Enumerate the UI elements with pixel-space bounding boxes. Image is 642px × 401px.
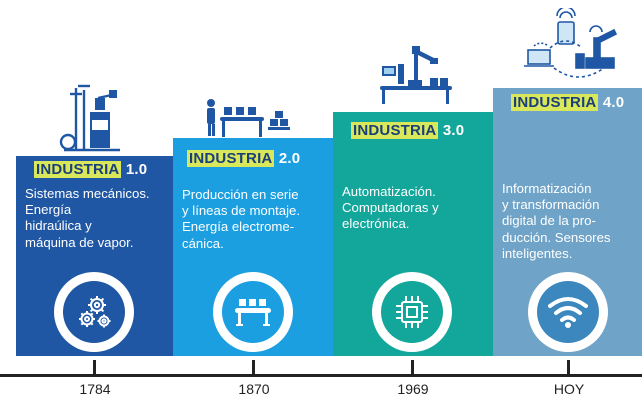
stage-title-number: 2.0 bbox=[278, 150, 301, 167]
stage-description: Informatización y transformación digital… bbox=[502, 181, 638, 262]
stage-4-badge bbox=[528, 272, 608, 352]
stage-description: Producción en serie y líneas de montaje.… bbox=[182, 187, 329, 252]
stage-1-badge bbox=[54, 272, 134, 352]
description-line: y transformación bbox=[502, 197, 600, 213]
chip-icon bbox=[396, 296, 428, 328]
stage-title: INDUSTRIA 4.0 bbox=[511, 94, 624, 111]
description-line: digital de la pro- bbox=[502, 213, 596, 229]
description-line: cánica. bbox=[182, 235, 224, 251]
stage-description: Automatización. Computadoras y electróni… bbox=[342, 184, 489, 233]
stage-title-word: INDUSTRIA bbox=[351, 122, 439, 139]
stage-title-number: 4.0 bbox=[602, 94, 625, 111]
description-line: inteligentes. bbox=[502, 245, 573, 261]
description-line: Informatización bbox=[502, 181, 592, 196]
description-line: Automatización. bbox=[342, 184, 436, 199]
timeline-axis bbox=[0, 374, 642, 377]
description-line: máquina de vapor. bbox=[25, 234, 134, 250]
conveyor-icon bbox=[235, 299, 271, 326]
stage-title: INDUSTRIA 2.0 bbox=[187, 150, 300, 167]
stage-title-word: INDUSTRIA bbox=[511, 94, 599, 111]
stage-3-badge bbox=[372, 272, 452, 352]
timeline-tick bbox=[93, 360, 96, 374]
description-line: ducción. Sensores bbox=[502, 229, 611, 245]
timeline-tick bbox=[252, 360, 255, 374]
stage-description: Sistemas mecánicos. Energía hidraúlica y… bbox=[25, 186, 169, 251]
description-line: Computadoras y bbox=[342, 200, 439, 216]
stage-2-badge bbox=[213, 272, 293, 352]
timeline-year-hoy: HOY bbox=[553, 381, 585, 397]
description-line: y líneas de montaje. bbox=[182, 203, 301, 219]
description-line: Energía bbox=[25, 202, 72, 218]
timeline-tick bbox=[567, 360, 570, 374]
stage-title-number: 1.0 bbox=[125, 161, 148, 178]
stage-title-word: INDUSTRIA bbox=[187, 150, 275, 167]
timeline-year-1969: 1969 bbox=[397, 381, 429, 397]
stage-title-word: INDUSTRIA bbox=[34, 161, 122, 178]
timeline-year-1870: 1870 bbox=[238, 381, 270, 397]
description-line: Producción en serie bbox=[182, 187, 299, 202]
water-mill-icon bbox=[59, 84, 120, 152]
stage-industria-4: INDUSTRIA 4.0 Informatización y transfor… bbox=[493, 88, 642, 356]
description-line: hidraúlica y bbox=[25, 218, 92, 234]
stage-title-number: 3.0 bbox=[442, 122, 465, 139]
description-line: electrónica. bbox=[342, 216, 410, 232]
timeline-year-1784: 1784 bbox=[79, 381, 111, 397]
stage-title: INDUSTRIA 3.0 bbox=[351, 122, 464, 139]
stage-title: INDUSTRIA 1.0 bbox=[34, 161, 147, 178]
assembly-line-icon bbox=[207, 99, 290, 137]
connected-devices-icon bbox=[524, 8, 618, 78]
robotic-arm-icon bbox=[380, 46, 452, 104]
description-line: Energía electrome- bbox=[182, 219, 295, 235]
wifi-icon bbox=[548, 297, 588, 328]
timeline-tick bbox=[411, 360, 414, 374]
description-line: Sistemas mecánicos. bbox=[25, 186, 150, 201]
gears-icon bbox=[79, 296, 111, 328]
